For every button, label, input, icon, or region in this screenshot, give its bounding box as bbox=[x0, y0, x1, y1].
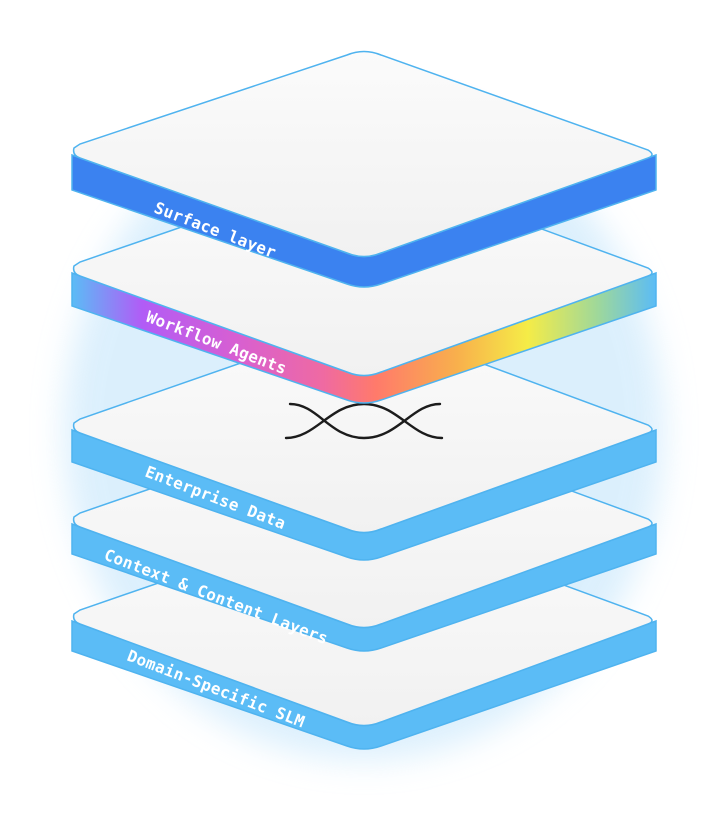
layer-stack-diagram: Domain-Specific SLM Context & Content La… bbox=[0, 0, 709, 820]
